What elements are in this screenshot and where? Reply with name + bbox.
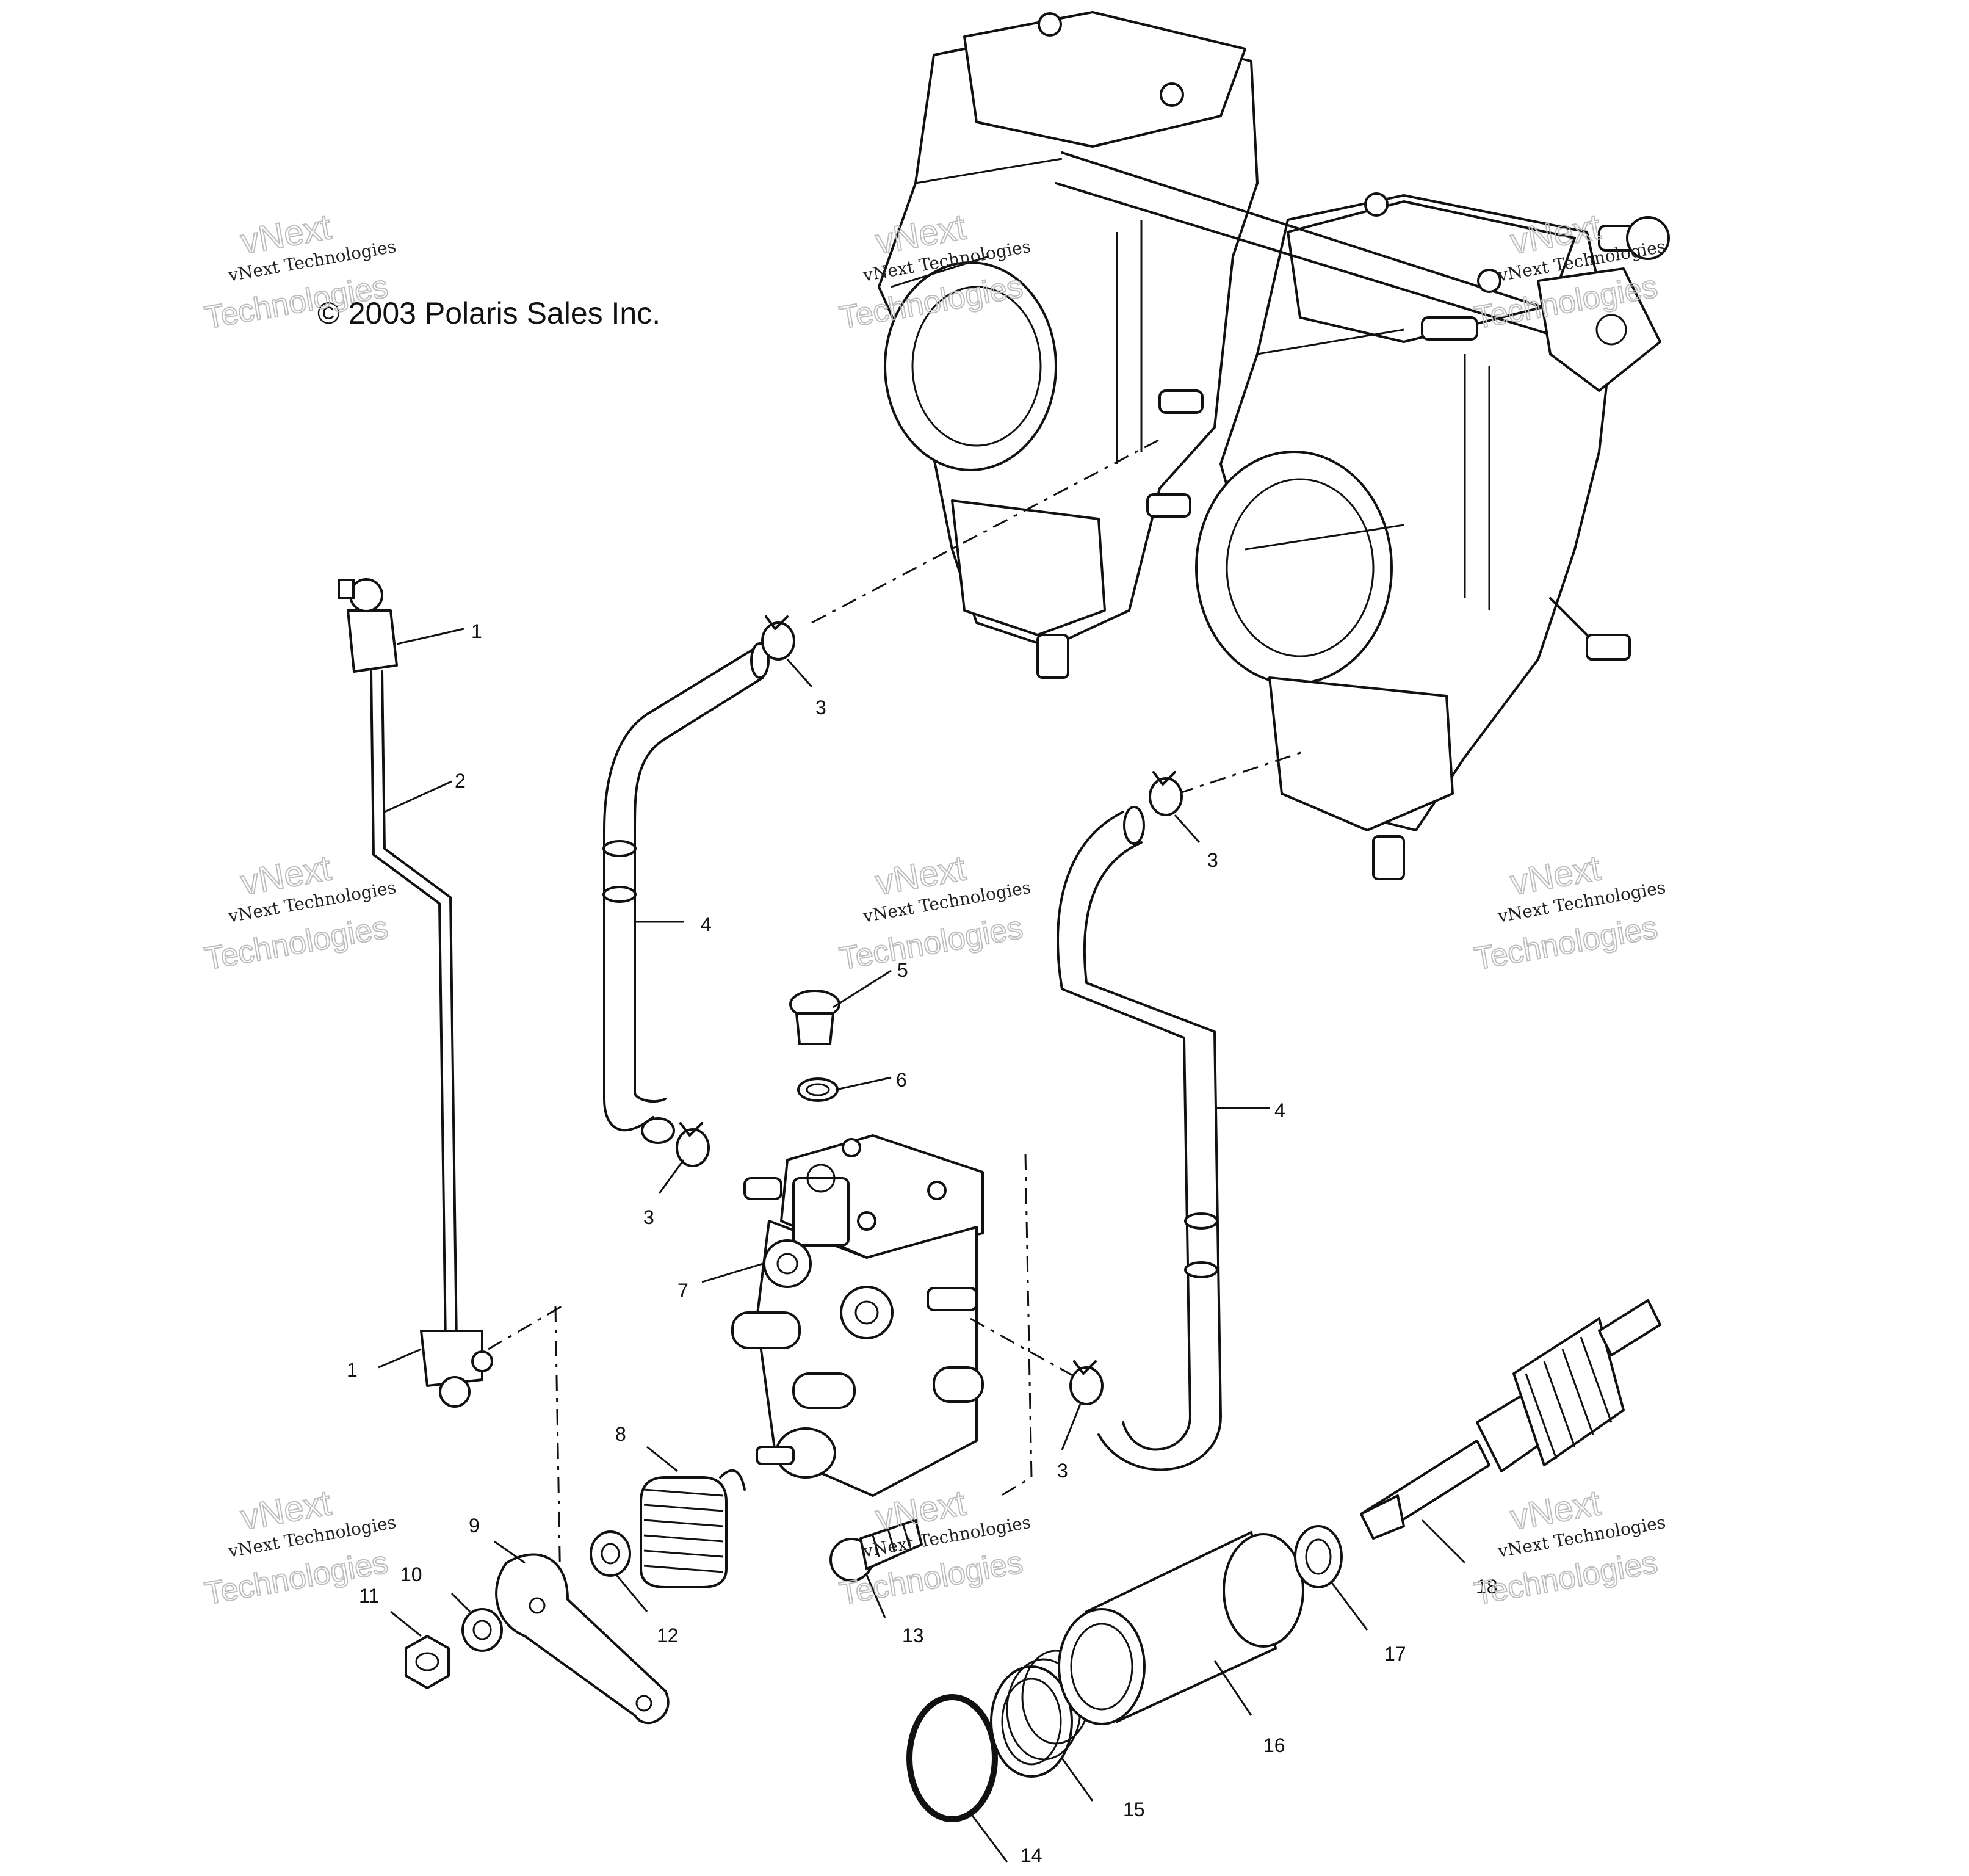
callout-1-top: 1 [471, 620, 482, 642]
callout-2: 2 [455, 770, 466, 792]
washer-10 [461, 1608, 503, 1652]
spring-8 [640, 1469, 746, 1588]
callout-3-lower: 3 [1057, 1460, 1068, 1482]
copyright-text: © 2003 Polaris Sales Inc. [317, 296, 660, 330]
centerline-4 [1000, 1153, 1033, 1497]
callout-14: 14 [1021, 1844, 1042, 1866]
hose-right [1057, 806, 1222, 1471]
clamp-pump-left [676, 1122, 710, 1167]
watermark-6: vNext vNext Technologies Technologies [1471, 847, 1667, 977]
centerline-3 [970, 1317, 1081, 1381]
callout-6: 6 [896, 1069, 907, 1091]
watermark-3: vNext vNext Technologies Technologies [1471, 206, 1667, 336]
callout-4-right: 4 [1274, 1099, 1285, 1121]
callout-3-top: 3 [815, 697, 826, 719]
sleeve-16 [1058, 1531, 1304, 1725]
callout-17: 17 [1384, 1643, 1406, 1665]
callout-11: 11 [359, 1585, 379, 1607]
oil-pump [731, 1134, 984, 1497]
callout-8: 8 [615, 1423, 626, 1445]
centerline-2 [1177, 750, 1307, 795]
bolt-13 [829, 1519, 923, 1582]
callout-9: 9 [469, 1515, 480, 1537]
nut-11 [405, 1635, 450, 1689]
watermark-4: vNext vNext Technologies Technologies [201, 847, 397, 977]
watermark-5: vNext vNext Technologies Technologies [836, 847, 1032, 977]
callout-3-right-top: 3 [1207, 849, 1218, 871]
washer-12 [590, 1530, 631, 1577]
washer-17 [1294, 1525, 1343, 1588]
clamp-pump-right [1069, 1360, 1104, 1405]
callout-12: 12 [657, 1624, 679, 1646]
lever-9 [495, 1553, 670, 1725]
shaft-18 [1360, 1299, 1661, 1540]
callout-16: 16 [1263, 1734, 1285, 1756]
clamp-top [761, 615, 795, 661]
o-ring-14 [906, 1694, 998, 1822]
callout-7: 7 [677, 1280, 688, 1302]
callout-3-pump: 3 [643, 1206, 654, 1228]
centerline-1 [811, 438, 1160, 624]
callout-5: 5 [897, 959, 908, 981]
watermark-2: vNext vNext Technologies Technologies [836, 206, 1032, 336]
callout-15: 15 [1123, 1798, 1145, 1820]
callout-18: 18 [1476, 1576, 1498, 1598]
callout-10: 10 [400, 1563, 422, 1585]
leader-lines [378, 628, 1466, 1863]
watermark-9: vNext vNext Technologies Technologies [1471, 1482, 1667, 1612]
screw-5 [789, 990, 840, 1045]
callouts: 1 2 3 4 5 6 3 4 3 7 1 3 8 9 10 11 12 13 … [347, 620, 1498, 1866]
hose-left [602, 642, 770, 1144]
callout-13: 13 [902, 1624, 924, 1646]
cable-link [338, 578, 493, 1408]
clamp-right-top [1149, 771, 1183, 816]
centerline-6 [488, 1305, 562, 1350]
callout-1-bottom: 1 [347, 1359, 358, 1381]
callout-4-left: 4 [701, 913, 712, 935]
carburetor-assembly [878, 11, 1670, 880]
spring-15 [990, 1650, 1091, 1778]
washer-6 [797, 1077, 839, 1102]
